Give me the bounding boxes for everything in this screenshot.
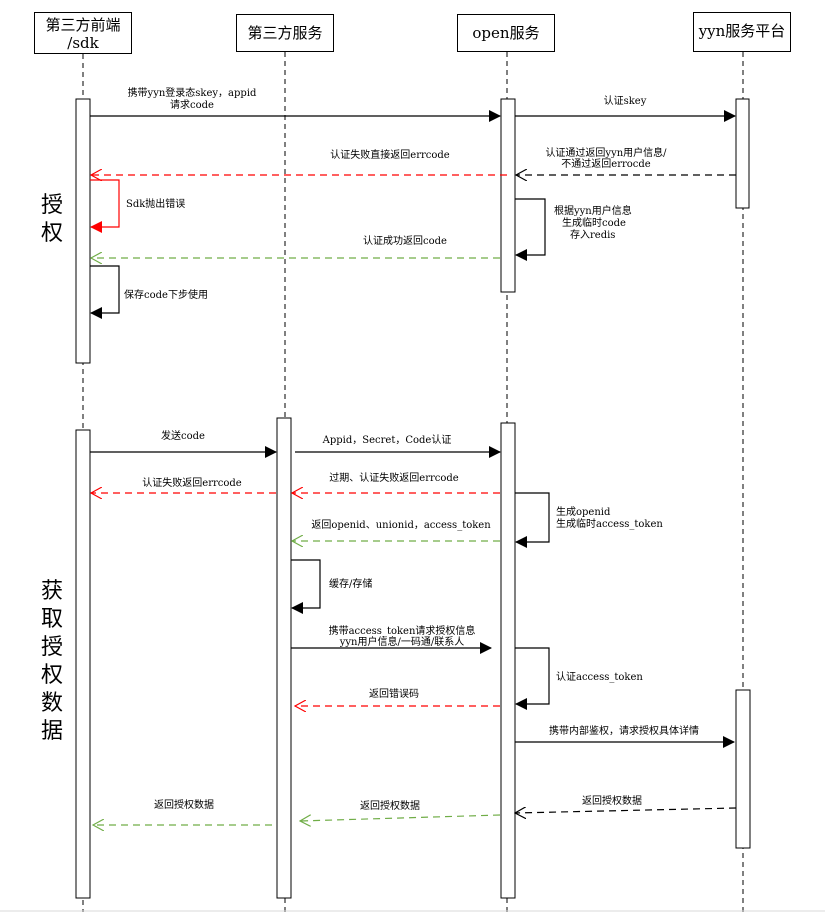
label-request-code-1: 携带yyn登录态skey，appid — [128, 86, 257, 99]
arrow-open-return-data — [300, 814, 501, 821]
participant-open-label: open服务 — [472, 24, 540, 42]
section-data-label: 获 取 授 权 数 据 — [38, 578, 66, 746]
label-generate-code-2: 生成临时code — [562, 216, 626, 229]
section-data-char: 授 — [40, 635, 63, 660]
label-internal-auth: 携带内部鉴权，请求授权具体详情 — [549, 724, 699, 737]
activation-open-2 — [500, 422, 516, 899]
label-generate-code-1: 根据yyn用户信息 — [554, 204, 632, 217]
label-return-code: 认证成功返回code — [363, 234, 447, 247]
section-data-char: 获 — [40, 579, 63, 604]
arrow-cache-store — [291, 559, 321, 614]
label-return-user-info-1: 认证通过返回yyn用户信息/ — [545, 146, 667, 159]
arrow-generate-token — [515, 492, 550, 548]
label-open-return-data: 返回授权数据 — [360, 799, 420, 812]
section-data-char: 据 — [40, 719, 63, 744]
label-return-token: 返回openid、unionid，access_token — [311, 519, 491, 531]
arrow-verify-token — [515, 647, 550, 710]
arrow-sdk-throw-error — [90, 179, 120, 233]
label-return-user-info-2: 不通过返回errocde — [561, 157, 651, 170]
label-auth-fail-errcode: 认证失败直接返回errcode — [330, 148, 450, 161]
arrow-generate-code — [515, 198, 546, 261]
participant-third-service: 第三方服务 — [236, 14, 334, 52]
activation-sdk-2 — [75, 429, 91, 899]
activation-sdk-1 — [75, 98, 91, 364]
label-send-code: 发送code — [161, 429, 205, 442]
participant-sdk-line2: /sdk — [67, 34, 99, 52]
label-yyn-return-data: 返回授权数据 — [582, 794, 642, 807]
participant-open-service: open服务 — [457, 14, 555, 52]
label-third-errcode: 认证失败返回errcode — [142, 476, 242, 489]
label-request-code-2: 请求code — [170, 98, 214, 111]
activation-third-2 — [276, 417, 292, 899]
label-open-errcode: 过期、认证失败返回errcode — [329, 471, 459, 484]
arrow-save-code — [90, 265, 120, 319]
arrow-yyn-return-data — [515, 808, 737, 813]
label-generate-token-2: 生成临时access_token — [556, 517, 663, 530]
label-request-auth-info-2: yyn用户信息/一码通/联系人 — [339, 635, 464, 648]
section-auth-label: 授 权 — [38, 192, 66, 248]
section-auth-char: 权 — [40, 221, 63, 246]
activation-open-1 — [500, 98, 516, 293]
section-data-char: 数 — [40, 691, 63, 716]
section-auth-char: 授 — [40, 193, 63, 218]
section-data-char: 权 — [40, 663, 63, 688]
section-data-char: 取 — [40, 607, 63, 632]
label-verify-token: 认证access_token — [556, 670, 643, 683]
activation-yyn-2 — [735, 689, 751, 849]
label-generate-token-1: 生成openid — [556, 505, 611, 518]
participant-third-label: 第三方服务 — [247, 24, 323, 42]
label-cache-store: 缓存/存储 — [329, 577, 372, 590]
participant-sdk-line1: 第三方前端 — [45, 16, 121, 34]
label-generate-code-3: 存入redis — [570, 228, 615, 241]
label-verify-skey: 认证skey — [604, 94, 647, 107]
label-third-return-data: 返回授权数据 — [154, 798, 214, 811]
label-request-auth-info-1: 携带access_token请求授权信息 — [329, 624, 476, 637]
activation-yyn-1 — [735, 98, 750, 209]
label-return-error-code: 返回错误码 — [369, 687, 419, 700]
label-code-auth: Appid，Secret，Code认证 — [322, 433, 452, 446]
participant-sdk: 第三方前端 /sdk — [34, 12, 132, 54]
label-sdk-throw-error: Sdk抛出错误 — [126, 197, 185, 210]
participant-yyn-label: yyn服务平台 — [698, 22, 786, 40]
label-save-code: 保存code下步使用 — [124, 288, 208, 301]
participant-yyn-platform: yyn服务平台 — [693, 12, 791, 52]
